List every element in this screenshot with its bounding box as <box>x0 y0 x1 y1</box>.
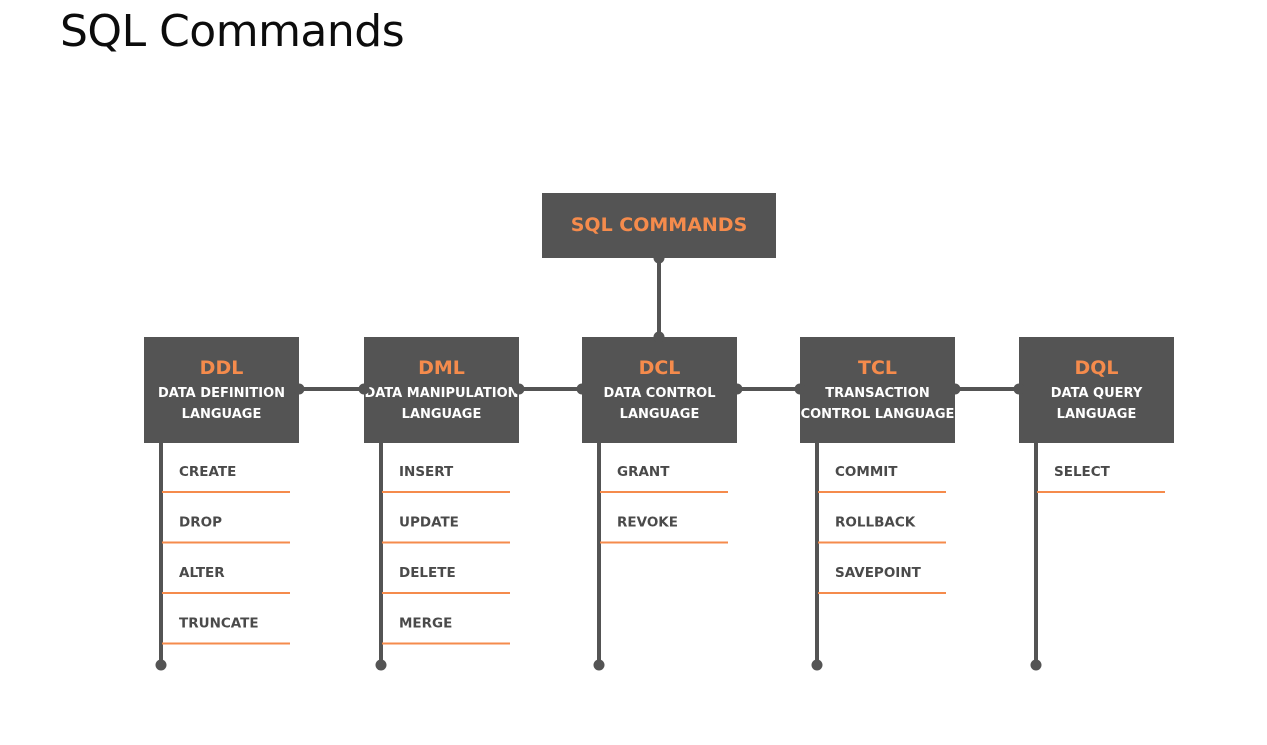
command-item-label: DROP <box>179 515 222 531</box>
connector-dot <box>794 383 806 395</box>
command-item-label: DELETE <box>399 565 456 581</box>
connector-dot <box>293 383 305 395</box>
timeline-end-dot <box>811 659 823 671</box>
command-item-label: GRANT <box>617 464 670 480</box>
command-item-label: REVOKE <box>617 515 678 531</box>
category-code: DCL <box>639 357 681 379</box>
connector-dot <box>653 252 665 264</box>
command-item-label: COMMIT <box>835 464 898 480</box>
command-item-label: INSERT <box>399 464 454 480</box>
category-code: TCL <box>858 357 897 379</box>
timeline-end-dot <box>1030 659 1042 671</box>
connector-dot <box>358 383 370 395</box>
connector-dot <box>576 383 588 395</box>
command-item-label: MERGE <box>399 616 452 632</box>
timeline-end-dot <box>593 659 605 671</box>
category-name-line: DATA MANIPULATION <box>364 386 518 401</box>
category-name-line: DATA DEFINITION <box>158 386 285 401</box>
connector-dot <box>513 383 525 395</box>
root-box <box>542 193 776 258</box>
connector-dot <box>731 383 743 395</box>
category-box-ddl <box>144 337 299 443</box>
category-name-line: CONTROL LANGUAGE <box>801 407 955 422</box>
command-item-label: ALTER <box>179 565 225 581</box>
command-item-label: UPDATE <box>399 515 459 531</box>
connector-dot <box>653 331 665 343</box>
category-name-line: LANGUAGE <box>182 407 262 422</box>
page-title: SQL Commands <box>60 6 405 57</box>
category-box-dql <box>1019 337 1174 443</box>
category-box-dcl <box>582 337 737 443</box>
command-item-label: CREATE <box>179 464 236 480</box>
category-box-dml <box>364 337 519 443</box>
category-name-line: TRANSACTION <box>825 386 929 401</box>
connector-dot <box>949 383 961 395</box>
command-item-label: TRUNCATE <box>179 616 259 632</box>
command-item-label: ROLLBACK <box>835 515 916 531</box>
category-name-line: LANGUAGE <box>402 407 482 422</box>
category-code: DML <box>418 357 465 379</box>
category-name-line: DATA CONTROL <box>604 386 716 401</box>
timeline-end-dot <box>375 659 387 671</box>
root-title: SQL COMMANDS <box>571 214 748 236</box>
category-name-line: LANGUAGE <box>1057 407 1137 422</box>
category-name-line: DATA QUERY <box>1051 386 1143 401</box>
timeline-end-dot <box>155 659 167 671</box>
category-name-line: LANGUAGE <box>620 407 700 422</box>
command-item-label: SAVEPOINT <box>835 565 922 581</box>
connector-dot <box>1013 383 1025 395</box>
category-code: DDL <box>200 357 244 379</box>
category-box-tcl <box>800 337 955 443</box>
command-item-label: SELECT <box>1054 464 1111 480</box>
category-code: DQL <box>1074 357 1118 379</box>
